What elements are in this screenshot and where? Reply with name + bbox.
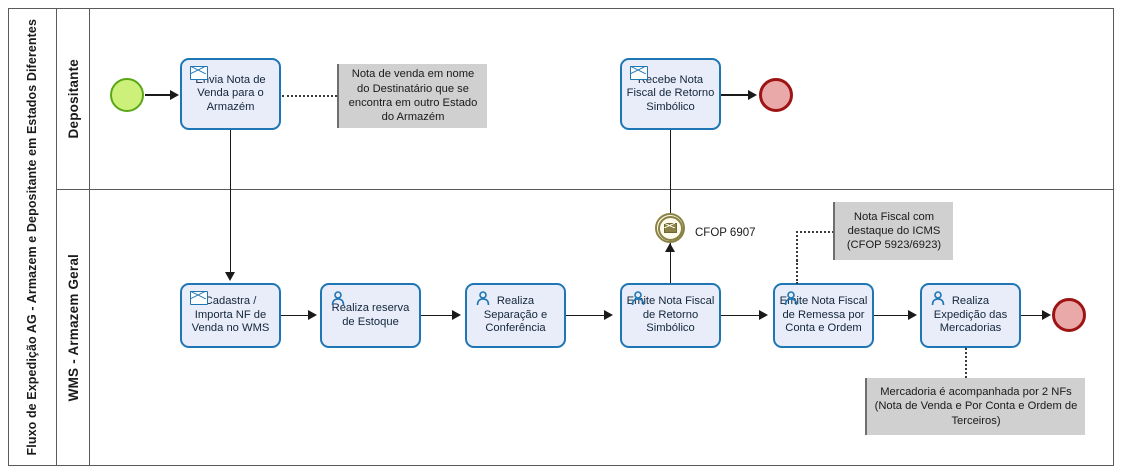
end-event-wms[interactable] xyxy=(1052,298,1086,332)
task-label-reserva-estoque: Realiza reserva de Estoque xyxy=(331,301,410,328)
user-icon xyxy=(630,291,646,306)
task-reserva-estoque[interactable]: Realiza reserva de Estoque xyxy=(320,283,421,348)
user-icon xyxy=(783,291,799,306)
user-icon xyxy=(930,291,946,306)
task-separacao-conferencia[interactable]: Realiza Separação e Conferência xyxy=(465,283,566,348)
flow-arrow-reserva-to-separacao xyxy=(452,310,461,320)
association-remessa-to-icms-h xyxy=(796,231,834,233)
flow-envia-to-cadastra xyxy=(229,130,232,273)
flow-arrow-separacao-to-emite-retorno xyxy=(604,310,613,320)
task-label-recebe-nf-retorno: Recebe Nota Fiscal de Retorno Simbólico xyxy=(626,73,715,113)
task-expedicao-mercadorias[interactable]: Realiza Expedição das Mercadorias xyxy=(920,283,1021,348)
end-event-depositante[interactable] xyxy=(759,78,793,112)
task-cadastra-importa-nf[interactable]: Cadastra / Importa NF de Venda no WMS xyxy=(180,283,281,348)
flow-arrow-cadastra-to-reserva xyxy=(308,310,317,320)
user-icon-svg xyxy=(331,291,345,306)
task-emite-nf-remessa[interactable]: Emite Nota Fiscal de Remessa por Conta e… xyxy=(773,283,874,348)
lane-header-depositante: Depositante xyxy=(57,8,90,189)
flow-cadastra-to-reserva xyxy=(281,314,311,317)
flow-emite-retorno-to-remessa xyxy=(721,314,761,317)
task-envia-nota-venda[interactable]: Envia Nota de Venda para o Armazém xyxy=(180,58,281,130)
task-label-emite-nf-retorno: Emite Nota Fiscal de Retorno Simbólico xyxy=(626,295,715,335)
association-remessa-to-icms-v xyxy=(796,260,798,284)
flow-arrow-envia-to-cadastra xyxy=(224,272,235,281)
annotation-nota-destinatario: Nota de venda em nome do Destinatário qu… xyxy=(337,64,487,128)
lane-wms-armazem-geral: WMS - Armazem Geral xyxy=(57,190,1114,466)
task-label-cadastra-importa-nf: Cadastra / Importa NF de Venda no WMS xyxy=(191,295,270,335)
flow-emite-retorno-to-cfop xyxy=(669,243,672,283)
flow-start-to-envia xyxy=(145,94,171,96)
flow-arrow-recebe-to-end xyxy=(748,89,757,100)
association-envia-to-nota xyxy=(282,95,337,97)
flow-arrow-emite-retorno-to-remessa xyxy=(759,310,768,320)
annotation-nf-icms: Nota Fiscal com destaque do ICMS (CFOP 5… xyxy=(833,202,953,260)
flow-arrow-remessa-to-expedicao xyxy=(908,310,917,320)
annotation-text-nf-icms: Nota Fiscal com destaque do ICMS (CFOP 5… xyxy=(846,210,942,252)
annotation-text-nota-destinatario: Nota de venda em nome do Destinatário qu… xyxy=(348,68,478,124)
task-emite-nf-retorno[interactable]: Emite Nota Fiscal de Retorno Simbólico xyxy=(620,283,721,348)
pool-title-label: Fluxo de Expedição AG - Armazem e Deposi… xyxy=(25,18,39,456)
envelope-icon xyxy=(190,66,208,80)
user-icon-svg xyxy=(784,291,798,306)
envelope-icon xyxy=(663,223,677,233)
envelope-icon xyxy=(190,291,208,305)
flow-recebe-to-end xyxy=(721,94,751,96)
message-event-inner-circle xyxy=(657,215,683,241)
user-icon-svg xyxy=(631,291,645,306)
flow-remessa-to-expedicao xyxy=(874,314,910,317)
lane-depositante: Depositante xyxy=(57,8,1114,190)
user-icon xyxy=(330,291,346,306)
flow-separacao-to-emite-retorno xyxy=(566,314,606,317)
flow-expedicao-to-end xyxy=(1021,314,1045,317)
cfop-event-label: CFOP 6907 xyxy=(695,227,756,239)
annotation-mercadoria-2nfs: Mercadoria é acompanhada por 2 NFs (Nota… xyxy=(865,378,1085,435)
intermediate-message-event-cfop[interactable] xyxy=(655,213,685,243)
association-remessa-to-icms-corner xyxy=(796,231,798,261)
flow-arrow-expedicao-to-end xyxy=(1042,310,1051,320)
user-icon xyxy=(475,291,491,306)
annotation-text-mercadoria-2nfs: Mercadoria é acompanhada por 2 NFs (Nota… xyxy=(874,386,1078,427)
envelope-icon xyxy=(630,66,648,80)
lane-label-wms: WMS - Armazem Geral xyxy=(65,254,81,402)
task-label-expedicao-mercadorias: Realiza Expedição das Mercadorias xyxy=(933,295,1008,335)
flow-arrow-start-to-envia xyxy=(170,89,179,100)
pool-title: Fluxo de Expedição AG - Armazem e Deposi… xyxy=(8,8,57,466)
task-label-separacao-conferencia: Realiza Separação e Conferência xyxy=(483,295,548,335)
user-icon-svg xyxy=(476,291,490,306)
task-label-emite-nf-remessa: Emite Nota Fiscal de Remessa por Conta e… xyxy=(779,295,868,335)
flow-arrow-to-cfop xyxy=(664,243,675,252)
task-recebe-nf-retorno[interactable]: Recebe Nota Fiscal de Retorno Simbólico xyxy=(620,58,721,130)
flow-cfop-to-recebe-upper xyxy=(669,130,672,213)
user-icon-svg xyxy=(931,291,945,306)
association-expedicao-to-mercadoria xyxy=(965,348,967,378)
task-label-envia-nota-venda: Envia Nota de Venda para o Armazém xyxy=(195,73,266,113)
start-event[interactable] xyxy=(110,78,144,112)
lane-label-depositante: Depositante xyxy=(65,58,81,139)
flow-reserva-to-separacao xyxy=(421,314,455,317)
lane-header-wms: WMS - Armazem Geral xyxy=(57,190,90,466)
